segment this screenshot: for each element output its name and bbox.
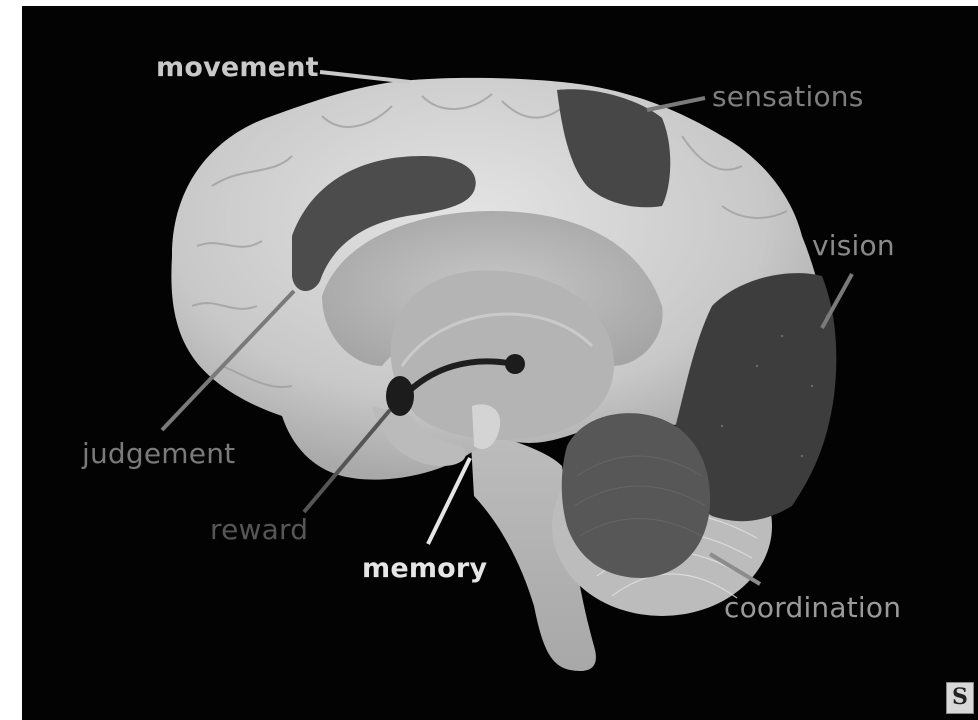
- leader-movement: [320, 72, 410, 82]
- label-reward: reward: [210, 516, 308, 544]
- leader-memory: [428, 458, 470, 544]
- reward-node-small: [505, 354, 525, 374]
- label-sensations: sensations: [712, 83, 864, 111]
- publisher-logo: S: [946, 682, 974, 714]
- label-coordination: coordination: [724, 594, 901, 622]
- diagram-canvas: movement sensations vision judgement rew…: [22, 6, 978, 720]
- cerebellum-region: [562, 413, 710, 578]
- label-memory: memory: [362, 555, 487, 582]
- reward-node-large: [386, 376, 414, 416]
- label-judgement: judgement: [82, 440, 235, 468]
- label-movement: movement: [156, 54, 319, 81]
- label-vision: vision: [812, 232, 895, 260]
- logo-mark: S: [947, 683, 973, 713]
